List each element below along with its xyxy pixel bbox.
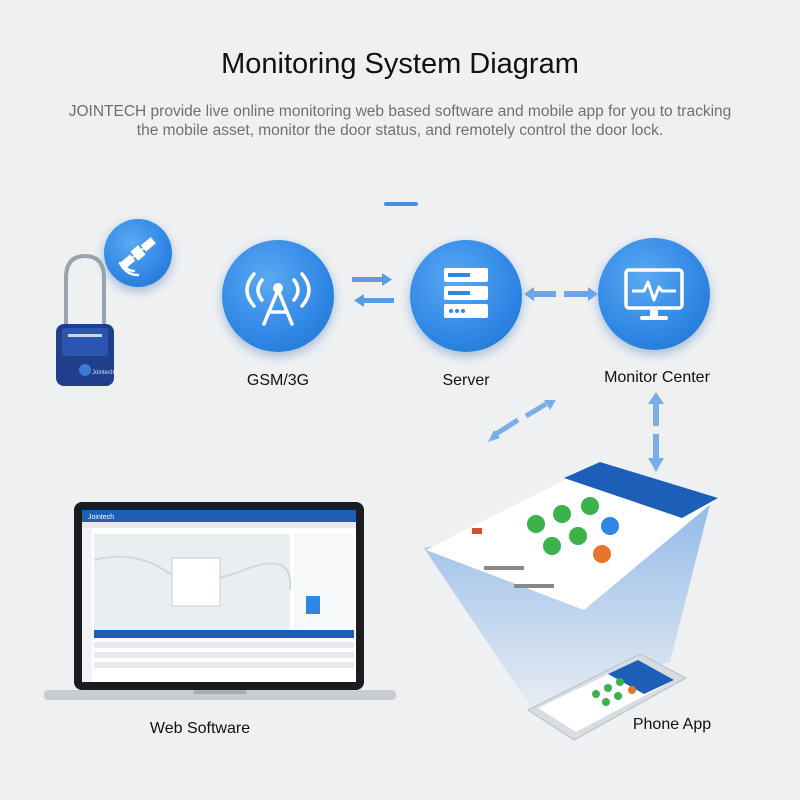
satellite-node	[104, 219, 172, 287]
monitor-pulse-icon	[624, 268, 684, 320]
cell-tower-icon	[245, 272, 311, 326]
server-node	[410, 240, 522, 352]
server-monitor-arrow	[522, 284, 600, 304]
monitor-center-label: Monitor Center	[604, 369, 710, 386]
smart-lock-device: Jointech	[48, 250, 120, 390]
server-phone-arrow	[484, 396, 560, 446]
laptop: Jointech	[44, 500, 396, 704]
monitor-node	[598, 238, 710, 350]
satellite-icon	[118, 237, 156, 277]
gsm-node	[222, 240, 334, 352]
device-brand-text: Jointech	[92, 370, 114, 376]
web-software-label: Web Software	[149, 720, 251, 737]
server-label: Server	[442, 372, 490, 389]
gsm-label: GSM/3G	[246, 372, 310, 389]
projected-app-screen	[424, 458, 724, 618]
monitor-phone-arrow	[645, 390, 667, 474]
page-title: Monitoring System Diagram	[221, 48, 579, 80]
smartphone	[520, 648, 690, 748]
page-subtitle: JOINTECH provide live online monitoring …	[68, 103, 732, 139]
gsm-server-arrows	[350, 268, 396, 314]
title-underline	[384, 202, 418, 206]
server-icon	[444, 268, 488, 318]
laptop-brand-text: Jointech	[88, 514, 114, 521]
phone-app-label: Phone App	[632, 716, 712, 733]
